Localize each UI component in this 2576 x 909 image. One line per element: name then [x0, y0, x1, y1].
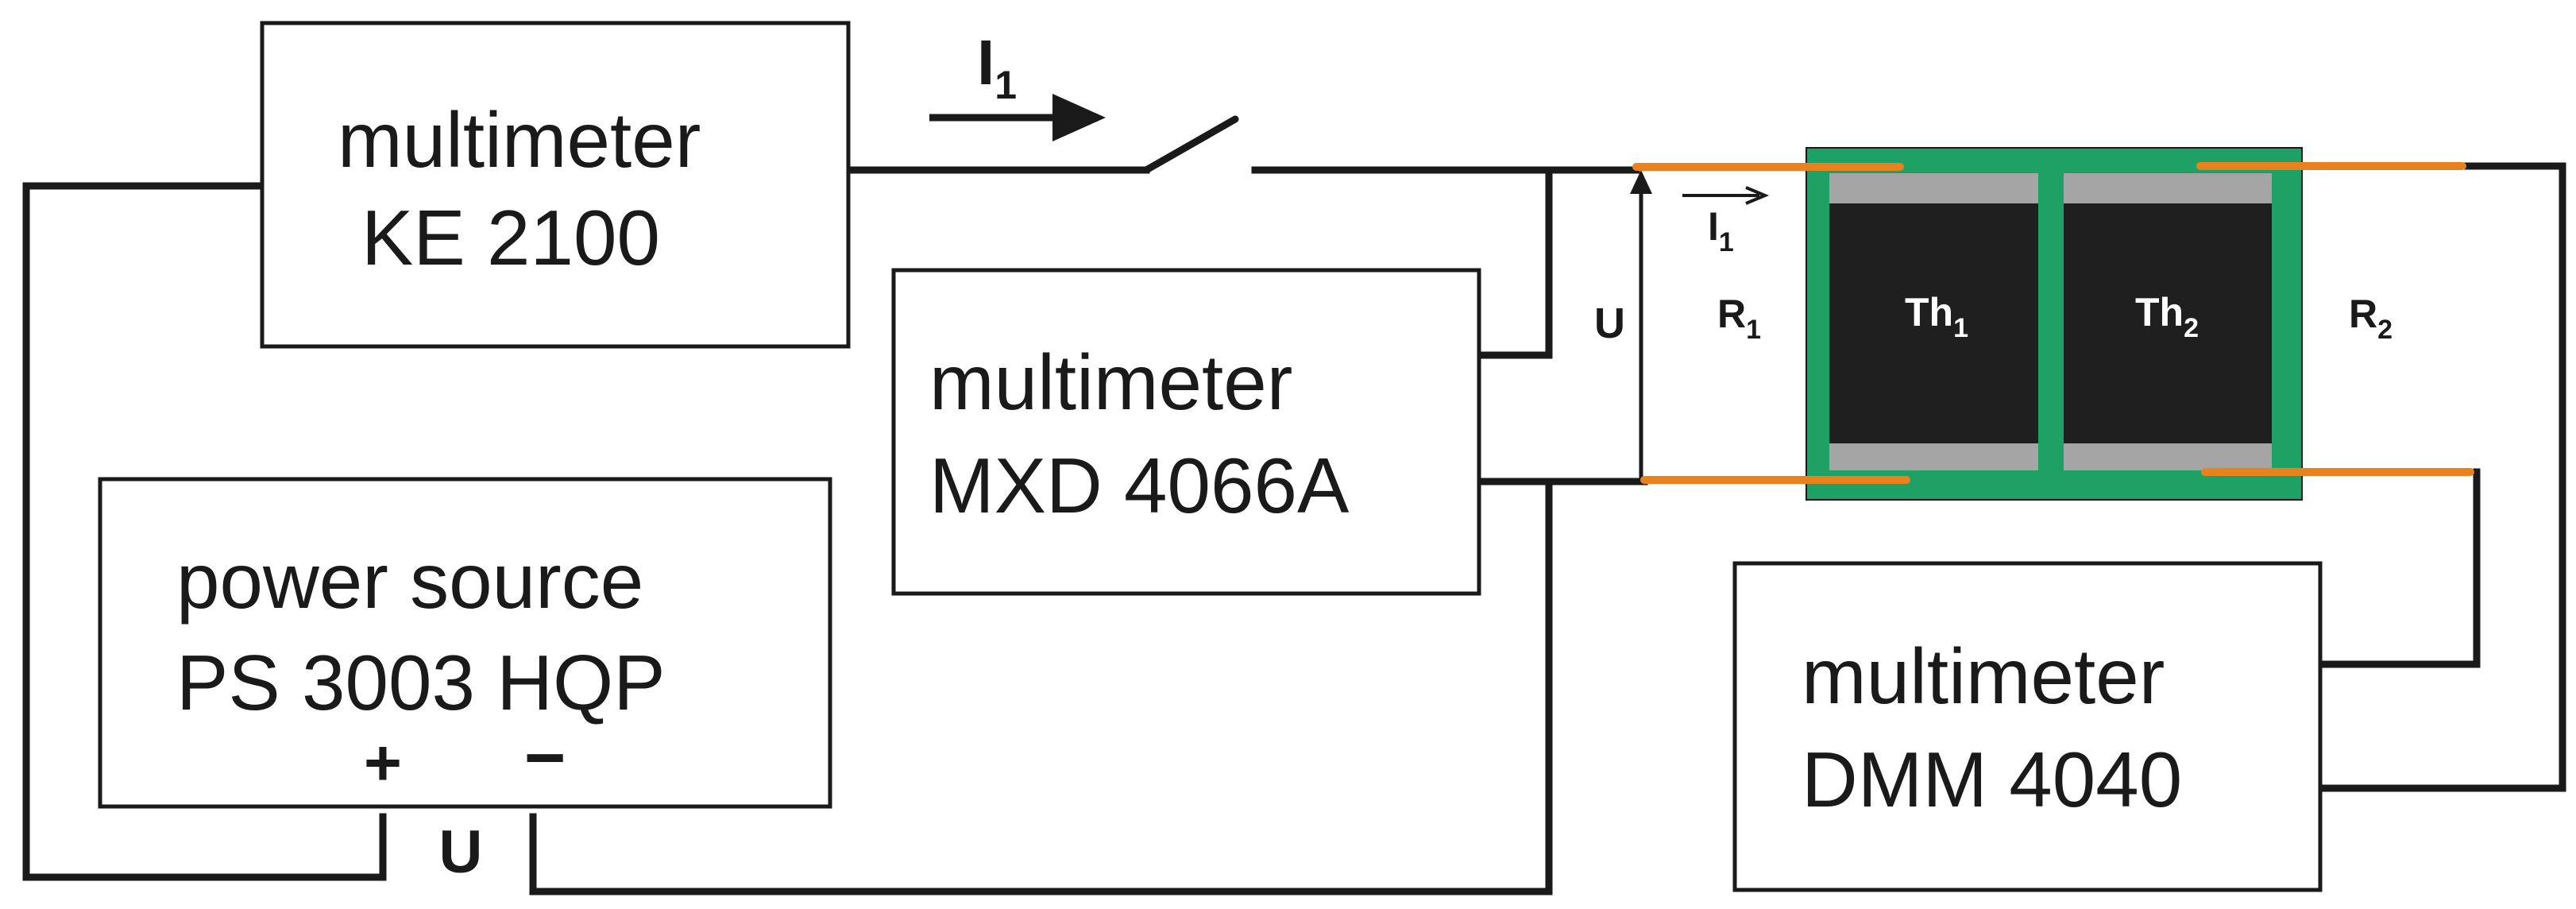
voltage-arrow: U: [1594, 170, 1652, 480]
current-arrow-main: I1: [929, 27, 1106, 141]
dmm4040-box: [1732, 561, 2323, 892]
wire-ps-minus-to-bus: [529, 478, 1553, 895]
ke2100-line2: KE 2100: [361, 194, 660, 281]
wire-r2-upper-to-dmm: [2316, 162, 2566, 792]
wire-mxd-upper-to-rail: [1475, 166, 1553, 359]
ke2100-line1: multimeter: [338, 96, 701, 184]
th1-body: [1829, 173, 2038, 470]
th2-label: Th2: [2135, 290, 2199, 343]
power-source-ps3003: power source PS 3003 HQP + − U: [98, 477, 832, 886]
th2-body: [2064, 173, 2272, 470]
ps3003-minus-terminal: −: [524, 718, 566, 798]
r1-label: R1: [1717, 292, 1761, 345]
wire-r2-lower-to-dmm: [2316, 468, 2481, 668]
multimeter-ke2100: multimeter KE 2100: [260, 21, 851, 349]
th2-bottom-pad: [2064, 443, 2272, 470]
ps3003-output-voltage-label: U: [439, 818, 483, 886]
ps3003-line2: PS 3003 HQP: [176, 639, 666, 726]
switch-lever: [1142, 115, 1239, 174]
dmm4040-line1: multimeter: [1802, 632, 2165, 720]
r2-label: R2: [2349, 292, 2393, 345]
thermistor-board: Th1 Th2: [1632, 147, 2474, 501]
thermistor-leads: [1632, 162, 2474, 484]
mxd4066a-box: [891, 268, 1481, 596]
mxd4066a-line1: multimeter: [929, 338, 1292, 426]
current-arrow-small-head: [1745, 186, 1770, 205]
voltage-arrow-head: [1630, 170, 1652, 194]
current-arrow-main-head: [1052, 94, 1106, 141]
ps3003-line1: power source: [176, 537, 643, 625]
th1-label: Th1: [1905, 290, 1968, 343]
th2-top-pad: [2064, 173, 2272, 203]
multimeter-dmm4040: multimeter DMM 4040: [1732, 561, 2323, 892]
current-label-main: I1: [977, 27, 1017, 107]
mxd4066a-line2: MXD 4066A: [929, 442, 1350, 529]
voltage-label: U: [1594, 300, 1625, 347]
ke2100-box: [260, 21, 851, 349]
current-label-small: I1: [1708, 204, 1734, 257]
dmm4040-line2: DMM 4040: [1802, 736, 2182, 823]
ps3003-plus-terminal: +: [364, 727, 402, 799]
th1-top-pad: [1829, 173, 2038, 203]
thermistor-th2: Th2: [2064, 173, 2272, 470]
current-arrow-small: I1: [1682, 186, 1770, 257]
wire-ke2100-to-ps-plus: [22, 182, 387, 881]
th1-bottom-pad: [1829, 443, 2038, 470]
multimeter-mxd4066a: multimeter MXD 4066A: [891, 268, 1481, 596]
thermistor-th1: Th1: [1829, 173, 2038, 470]
ps3003-box: [98, 477, 832, 809]
wires: [22, 162, 2566, 895]
